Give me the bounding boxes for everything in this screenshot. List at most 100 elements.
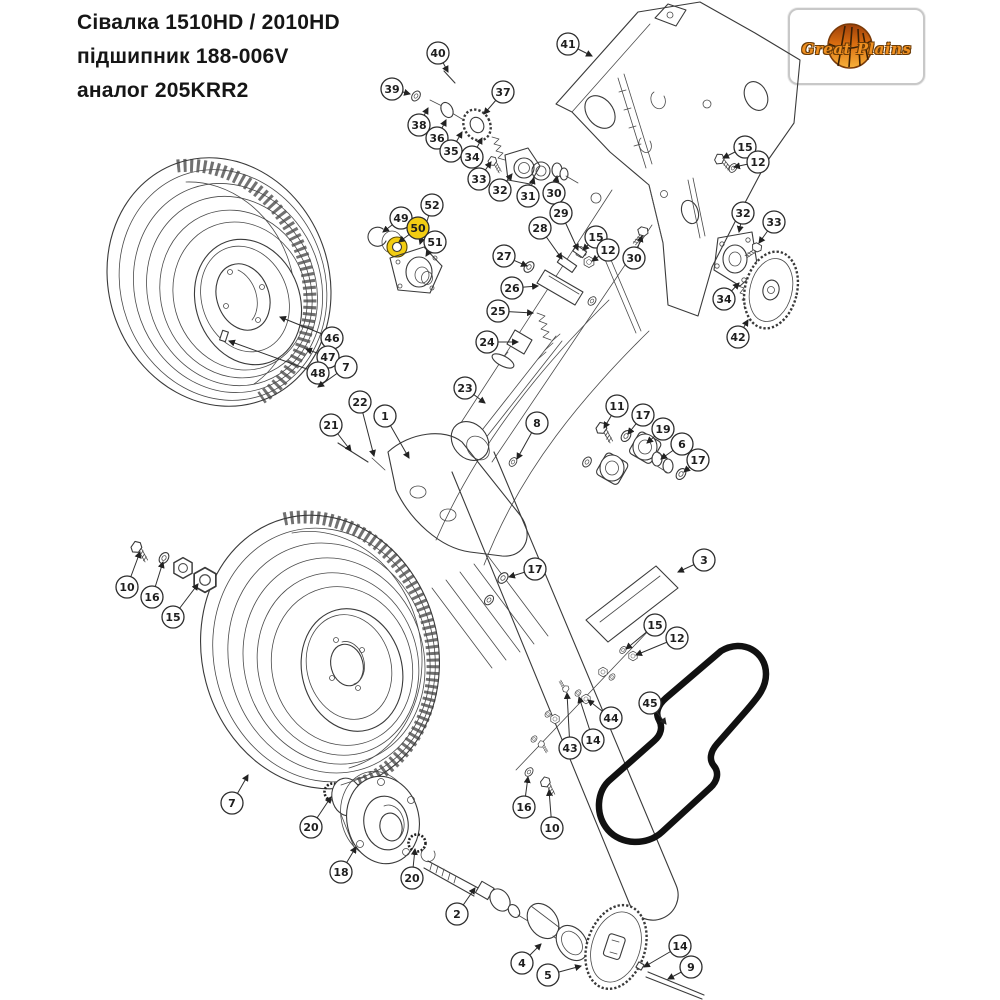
callout-10: 10 — [115, 551, 142, 599]
svg-text:17: 17 — [690, 454, 705, 467]
great-plains-logo-text: Great Plains — [801, 40, 912, 58]
callout-45: 45 — [638, 691, 667, 725]
callout-23: 23 — [453, 376, 486, 404]
svg-text:17: 17 — [635, 409, 650, 422]
svg-text:12: 12 — [669, 632, 684, 645]
callout-49: 49 — [382, 206, 413, 233]
svg-text:1: 1 — [381, 410, 389, 423]
left-hardware — [128, 539, 217, 594]
callout-8: 8 — [516, 411, 549, 460]
svg-text:32: 32 — [492, 184, 507, 197]
svg-text:15: 15 — [588, 231, 603, 244]
great-plains-emblem-icon — [827, 23, 873, 69]
callout-2: 2 — [445, 887, 476, 926]
wheel-hub-assembly — [323, 770, 529, 922]
svg-text:11: 11 — [609, 400, 624, 413]
svg-text:45: 45 — [642, 697, 657, 710]
svg-text:7: 7 — [342, 361, 350, 374]
svg-text:48: 48 — [310, 367, 325, 380]
key-pin — [645, 971, 705, 1000]
callout-38: 38 — [407, 107, 431, 137]
svg-text:8: 8 — [533, 417, 541, 430]
callout-43: 43 — [558, 691, 582, 760]
svg-text:44: 44 — [603, 712, 619, 725]
svg-text:36: 36 — [429, 132, 445, 145]
callout-12: 12 — [732, 150, 770, 174]
callout-32: 32 — [488, 173, 513, 202]
gauge-wheel-tire — [200, 510, 440, 792]
svg-text:33: 33 — [766, 216, 781, 229]
svg-text:30: 30 — [546, 187, 562, 200]
svg-text:12: 12 — [750, 156, 765, 169]
title-line-2: підшипник 188-006V — [77, 45, 289, 68]
svg-text:38: 38 — [411, 119, 426, 132]
callout-6: 6 — [660, 432, 694, 460]
axle-shaft — [423, 860, 529, 922]
svg-text:22: 22 — [352, 396, 367, 409]
callout-15: 15 — [161, 583, 199, 629]
title-line-3: аналог 205KRR2 — [77, 79, 249, 102]
svg-text:20: 20 — [404, 872, 420, 885]
callout-17: 17 — [507, 557, 547, 581]
front-tire — [106, 157, 332, 407]
svg-text:33: 33 — [471, 173, 486, 186]
callout-9: 9 — [667, 955, 703, 980]
callout-15: 15 — [722, 135, 757, 159]
callout-30: 30 — [622, 235, 646, 270]
tension-assembly — [491, 259, 599, 369]
svg-text:39: 39 — [384, 83, 399, 96]
callout-35: 35 — [439, 131, 463, 163]
belt-guard-hardware — [522, 765, 561, 797]
svg-text:52: 52 — [424, 199, 439, 212]
svg-text:30: 30 — [626, 252, 642, 265]
plate-3 — [585, 565, 679, 643]
callout-37: 37 — [483, 80, 515, 115]
svg-text:15: 15 — [647, 619, 662, 632]
svg-text:17: 17 — [527, 563, 542, 576]
title-line-1: Сівалка 1510HD / 2010HD — [77, 11, 340, 34]
svg-text:32: 32 — [735, 207, 750, 220]
callout-40: 40 — [426, 41, 450, 73]
svg-text:42: 42 — [730, 331, 745, 344]
callout-31: 31 — [516, 177, 540, 208]
svg-text:6: 6 — [678, 438, 686, 451]
svg-text:50: 50 — [410, 222, 426, 235]
svg-text:47: 47 — [320, 351, 335, 364]
svg-text:10: 10 — [544, 822, 560, 835]
callout-41: 41 — [556, 32, 593, 57]
callout-22: 22 — [348, 390, 376, 458]
callout-18: 18 — [329, 846, 357, 884]
callout-19: 19 — [646, 417, 675, 444]
svg-text:3: 3 — [700, 554, 708, 567]
svg-text:21: 21 — [323, 419, 338, 432]
callout-16: 16 — [140, 560, 165, 609]
callout-26: 26 — [500, 276, 540, 300]
callout-24: 24 — [475, 330, 520, 354]
svg-text:34: 34 — [716, 293, 732, 306]
roller-sprocket-assembly — [526, 902, 705, 1000]
svg-text:14: 14 — [672, 940, 688, 953]
svg-text:12: 12 — [600, 244, 615, 257]
svg-text:40: 40 — [430, 47, 446, 60]
callout-20: 20 — [400, 847, 424, 890]
callout-17: 17 — [627, 403, 655, 435]
svg-text:28: 28 — [532, 222, 547, 235]
drive-belt — [595, 642, 770, 846]
callout-51: 51 — [423, 230, 447, 257]
valve-stem — [219, 329, 229, 343]
callout-44: 44 — [587, 699, 623, 730]
great-plains-logo: Great Plains — [788, 8, 925, 85]
callout-42: 42 — [726, 319, 750, 349]
svg-text:9: 9 — [687, 961, 695, 974]
svg-text:27: 27 — [496, 250, 511, 263]
idler-sprocket-assembly — [712, 152, 800, 330]
callout-39: 39 — [380, 77, 412, 101]
callout-25: 25 — [486, 299, 535, 323]
callout-3: 3 — [677, 548, 716, 573]
callout-14: 14 — [643, 934, 692, 968]
svg-text:2: 2 — [453, 908, 461, 921]
callout-4: 4 — [510, 943, 542, 975]
svg-text:19: 19 — [655, 423, 670, 436]
callout-11: 11 — [603, 394, 629, 429]
